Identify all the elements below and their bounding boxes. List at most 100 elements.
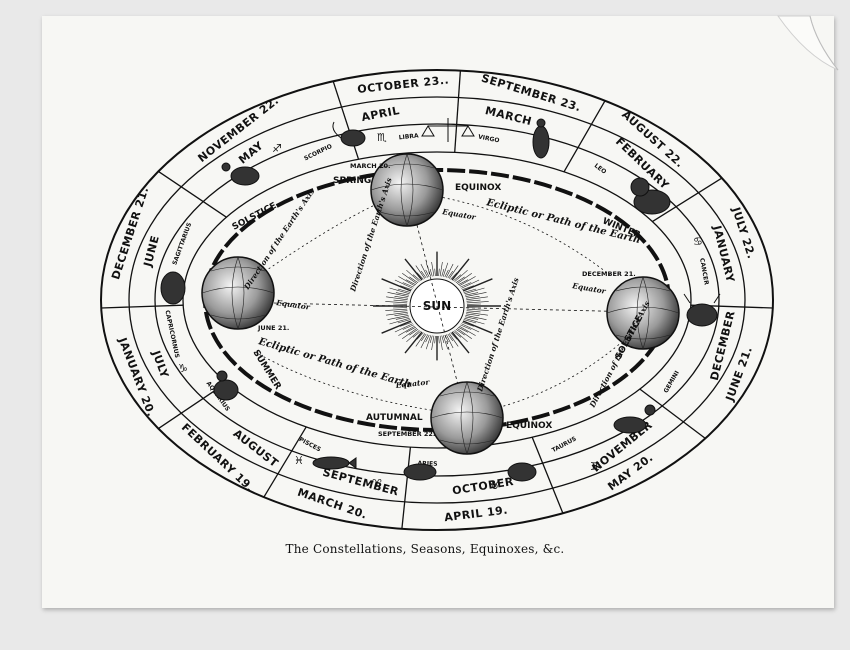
outer-ring-inner-edge (128, 96, 746, 504)
aries-symbol-icon: ♈ (372, 477, 382, 490)
sun-ray (404, 258, 423, 281)
ring-divider (263, 426, 307, 498)
sun-ray (463, 288, 477, 293)
earth-globe-autumn-icon (430, 381, 504, 455)
sun-ray (466, 308, 489, 311)
middle-month-m-jun: JUNE (141, 234, 162, 269)
sun-ray (425, 262, 432, 277)
sun-ray (442, 262, 449, 277)
sun-ray (397, 319, 411, 324)
sun-ray (454, 269, 468, 282)
figure-caption: The Constellations, Seasons, Equinoxes, … (285, 542, 565, 556)
earth-globe-summer-icon (201, 256, 275, 330)
ring-divider (531, 436, 564, 514)
sun-ray (441, 335, 445, 343)
cancer-symbol-icon: ♋ (693, 235, 703, 248)
middle-month-m-jan: JANUARY (710, 223, 737, 284)
sun-ray (402, 272, 418, 284)
sun-ray (448, 333, 459, 347)
sun-ray (455, 276, 465, 283)
outer-ring-edge (100, 69, 774, 531)
gemini-symbol-icon: ♊ (590, 460, 600, 473)
sun-disc (409, 278, 465, 334)
sun-ray (456, 328, 472, 340)
sun-ray (460, 282, 472, 288)
sun-ray (386, 296, 408, 301)
summer-label: SUMMER (250, 348, 282, 391)
middle-month-m-sep: SEPTEMBER (321, 466, 400, 499)
sign-name-s-libra: LIBRA (398, 132, 419, 141)
outer-date-o-apr19: APRIL 19. (444, 504, 509, 525)
sun-ray (450, 272, 458, 280)
sun-label: SUN (423, 299, 451, 313)
sun-ray (420, 334, 428, 349)
virgo-figure-icon (532, 118, 550, 159)
sun-ray (451, 258, 470, 281)
sun-ray (444, 269, 449, 278)
sun-ray (381, 278, 412, 292)
middle-month-m-apr: APRIL (360, 104, 400, 124)
sun-ray (462, 320, 493, 334)
autumnal-label: AUTUMNAL (366, 413, 423, 423)
sun-ray (458, 279, 469, 286)
autumn-date-label: SEPTEMBER 22. (378, 430, 435, 438)
ring-divider (652, 177, 723, 223)
sun-ray (451, 331, 470, 354)
ring-divider (158, 170, 227, 218)
sun-ray (460, 324, 472, 330)
taurus-symbol-icon: ♉ (490, 479, 500, 492)
scorpio-symbol-icon: ♏ (377, 131, 387, 144)
sun-ray (464, 292, 479, 296)
sun-ray (393, 299, 408, 302)
earth-globe-spring-icon (370, 153, 444, 227)
sign-name-s-cancer: CANCER (698, 257, 710, 285)
sun-ray (465, 292, 487, 297)
taurus-bull-icon (507, 462, 537, 482)
sun-ray (459, 276, 476, 287)
sun-ray (406, 269, 420, 282)
sign-name-s-aries: ARIES (417, 460, 437, 468)
pisces-symbol-icon: ♓ (294, 454, 304, 467)
ring-divider (401, 447, 412, 529)
sun-ray (462, 278, 493, 292)
sun-ray (394, 296, 409, 299)
sun-ray (416, 332, 424, 340)
spring-equinox-label: EQUINOX (455, 183, 501, 193)
sun-ray (455, 329, 465, 336)
sun-ray (429, 269, 433, 277)
sun-ray (438, 268, 440, 277)
capricornus-symbol-icon: ♑ (178, 362, 188, 375)
sun-ray (466, 296, 488, 301)
zodiac-figures (160, 118, 721, 482)
ring-divider (101, 304, 184, 309)
sun-ray (459, 325, 476, 336)
sun-ray (381, 320, 412, 334)
sun-ray (416, 272, 424, 280)
sun-ray (464, 287, 485, 295)
equator-label-winter: Equator (571, 281, 608, 296)
sun-ray (385, 308, 408, 311)
sun-ray (387, 315, 409, 320)
sun-ray (400, 322, 412, 327)
sun-ray (431, 261, 435, 277)
sagittarius-symbol-icon: ♐ (272, 142, 282, 155)
sun-ray (420, 270, 427, 279)
sun-ray (465, 313, 480, 316)
sun-ray (404, 331, 423, 354)
aquarius-figure-icon (213, 370, 239, 401)
sun-ray (420, 263, 428, 278)
sign-ring-inner-edge (182, 151, 692, 449)
sun-ray (386, 311, 408, 316)
sun-ray (395, 316, 410, 320)
sun-ray (450, 332, 458, 340)
sun-ray (415, 333, 426, 347)
sun-ray (425, 334, 430, 343)
sign-name-s-scorpio: SCORPIO (303, 143, 333, 163)
sun-ray (447, 333, 454, 342)
equator-label-autumn: Equator (394, 377, 430, 390)
sign-name-s-sagittarius: SAGITTARIUS (171, 222, 193, 266)
sun-ray (434, 335, 436, 344)
sun-ray (409, 329, 419, 336)
sun-ray (464, 317, 485, 325)
sun-ray (412, 274, 421, 282)
